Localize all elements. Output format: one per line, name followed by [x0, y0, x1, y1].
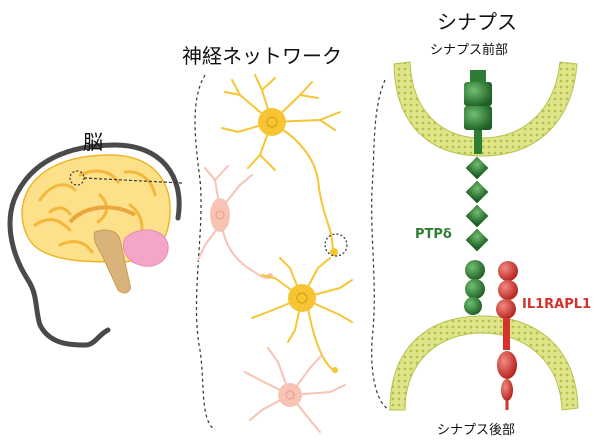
brain-label: 脳: [83, 130, 103, 154]
neuron-pink-1: [197, 165, 269, 279]
brainstem: [93, 229, 131, 294]
neural-network: [197, 74, 353, 433]
neuron-pink-2-body: [278, 383, 302, 407]
neuron-middle-body: [288, 284, 316, 312]
postsynaptic-label: シナプス後部: [437, 423, 516, 438]
postsynaptic-membrane: [389, 315, 579, 411]
synapse-focus-circle: [324, 233, 348, 257]
presynaptic-membrane: [393, 61, 578, 157]
network-bracket: [194, 74, 391, 431]
brain-illustration: [7, 142, 183, 348]
cerebellum: [123, 229, 169, 267]
head-outline: [7, 142, 182, 348]
ptp-label: PTPδ: [415, 227, 452, 242]
presynaptic-label: シナプス前部: [430, 43, 509, 58]
il1rapl1-protein: [496, 261, 518, 410]
ptp-protein: [464, 70, 492, 315]
neuron-top: [221, 74, 341, 256]
network-label: 神経ネットワーク: [182, 44, 342, 68]
il1rapl1-label: IL1RAPL1: [522, 297, 592, 312]
neuron-middle: [251, 257, 353, 373]
neuron-top-body: [258, 108, 286, 136]
neuron-pink-1-body: [210, 198, 230, 232]
synapse-label: シナプス: [437, 10, 517, 34]
